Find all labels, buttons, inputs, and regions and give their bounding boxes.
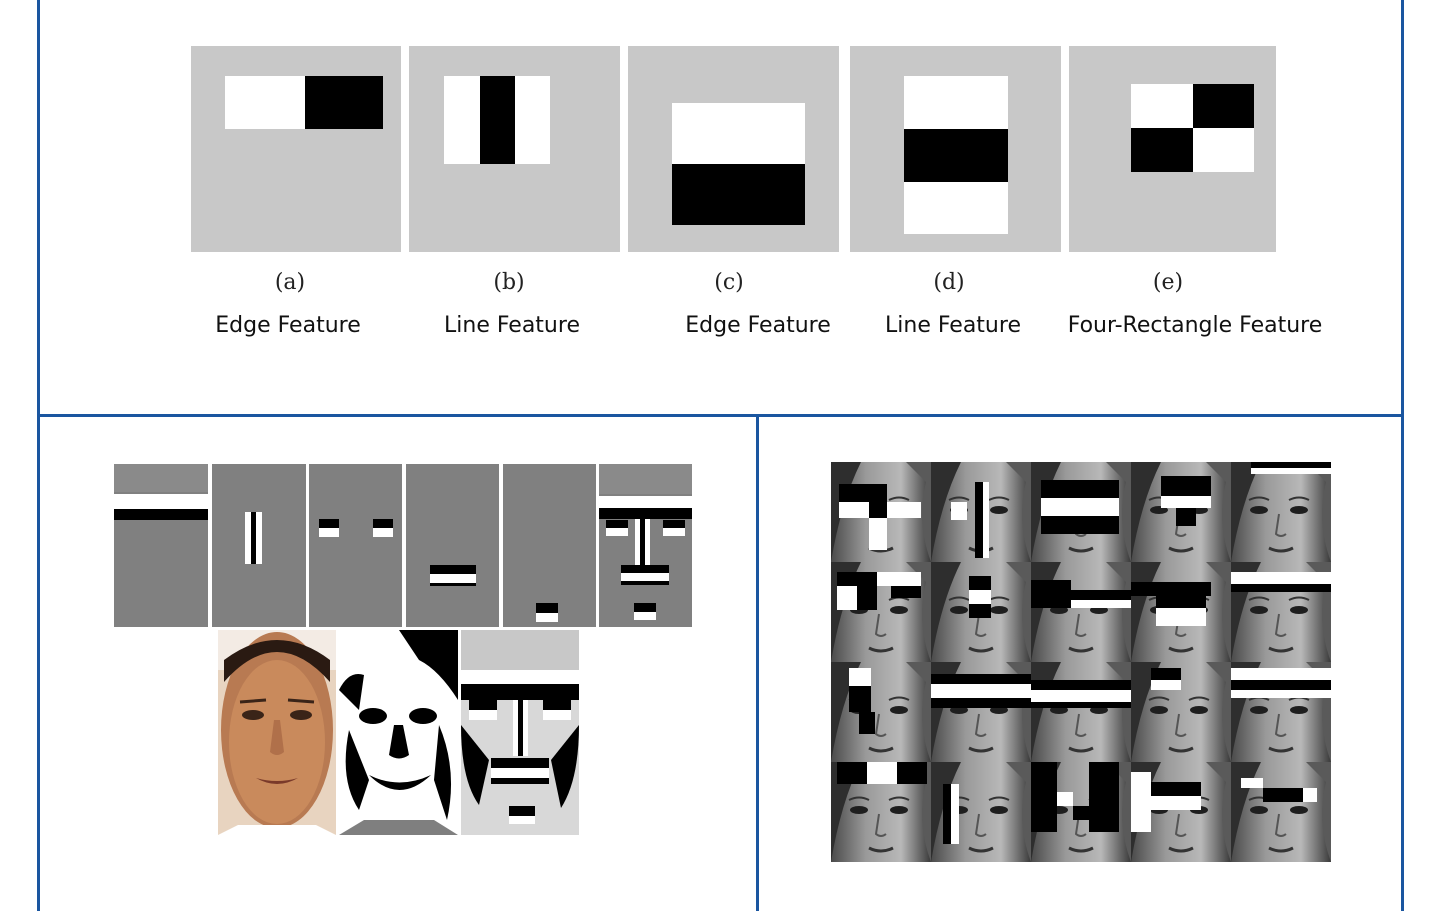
feature-caption-d: Line Feature bbox=[885, 313, 1021, 338]
face-feature-panel-3 bbox=[309, 464, 402, 627]
feature-letter-e: (e) bbox=[1152, 270, 1184, 295]
face-feature-panel-1 bbox=[114, 464, 208, 627]
feature-letter-a: (a) bbox=[274, 270, 306, 295]
feature-letter-b: (b) bbox=[493, 270, 525, 295]
feature-caption-c: Edge Feature bbox=[685, 313, 831, 338]
lena-feature-grid bbox=[831, 462, 1331, 862]
haar-feature-panel-e bbox=[1069, 46, 1276, 252]
haar-feature-panel-b bbox=[409, 46, 620, 252]
frame-middle-divider bbox=[37, 414, 1404, 417]
face-feature-panel-4 bbox=[406, 464, 499, 627]
feature-caption-b: Line Feature bbox=[444, 313, 580, 338]
feature-letter-c: (c) bbox=[714, 270, 744, 295]
face-photo-binary bbox=[339, 630, 458, 835]
haar-feature-panel-c bbox=[628, 46, 839, 252]
haar-feature-panel-d bbox=[850, 46, 1061, 252]
frame-right-border bbox=[1401, 0, 1404, 911]
frame-center-divider bbox=[756, 414, 759, 911]
feature-caption-a: Edge Feature bbox=[215, 313, 361, 338]
face-feature-panel-6 bbox=[599, 464, 692, 627]
feature-caption-e: Four-Rectangle Feature bbox=[1067, 313, 1323, 338]
feature-letter-d: (d) bbox=[933, 270, 965, 295]
frame-left-border bbox=[37, 0, 40, 911]
face-photo-overlay bbox=[461, 630, 579, 835]
face-feature-panel-5 bbox=[503, 464, 596, 627]
face-feature-panel-2 bbox=[212, 464, 306, 627]
face-feature-strip bbox=[114, 464, 692, 627]
face-photo-color bbox=[218, 630, 336, 835]
haar-feature-panel-a bbox=[191, 46, 401, 252]
